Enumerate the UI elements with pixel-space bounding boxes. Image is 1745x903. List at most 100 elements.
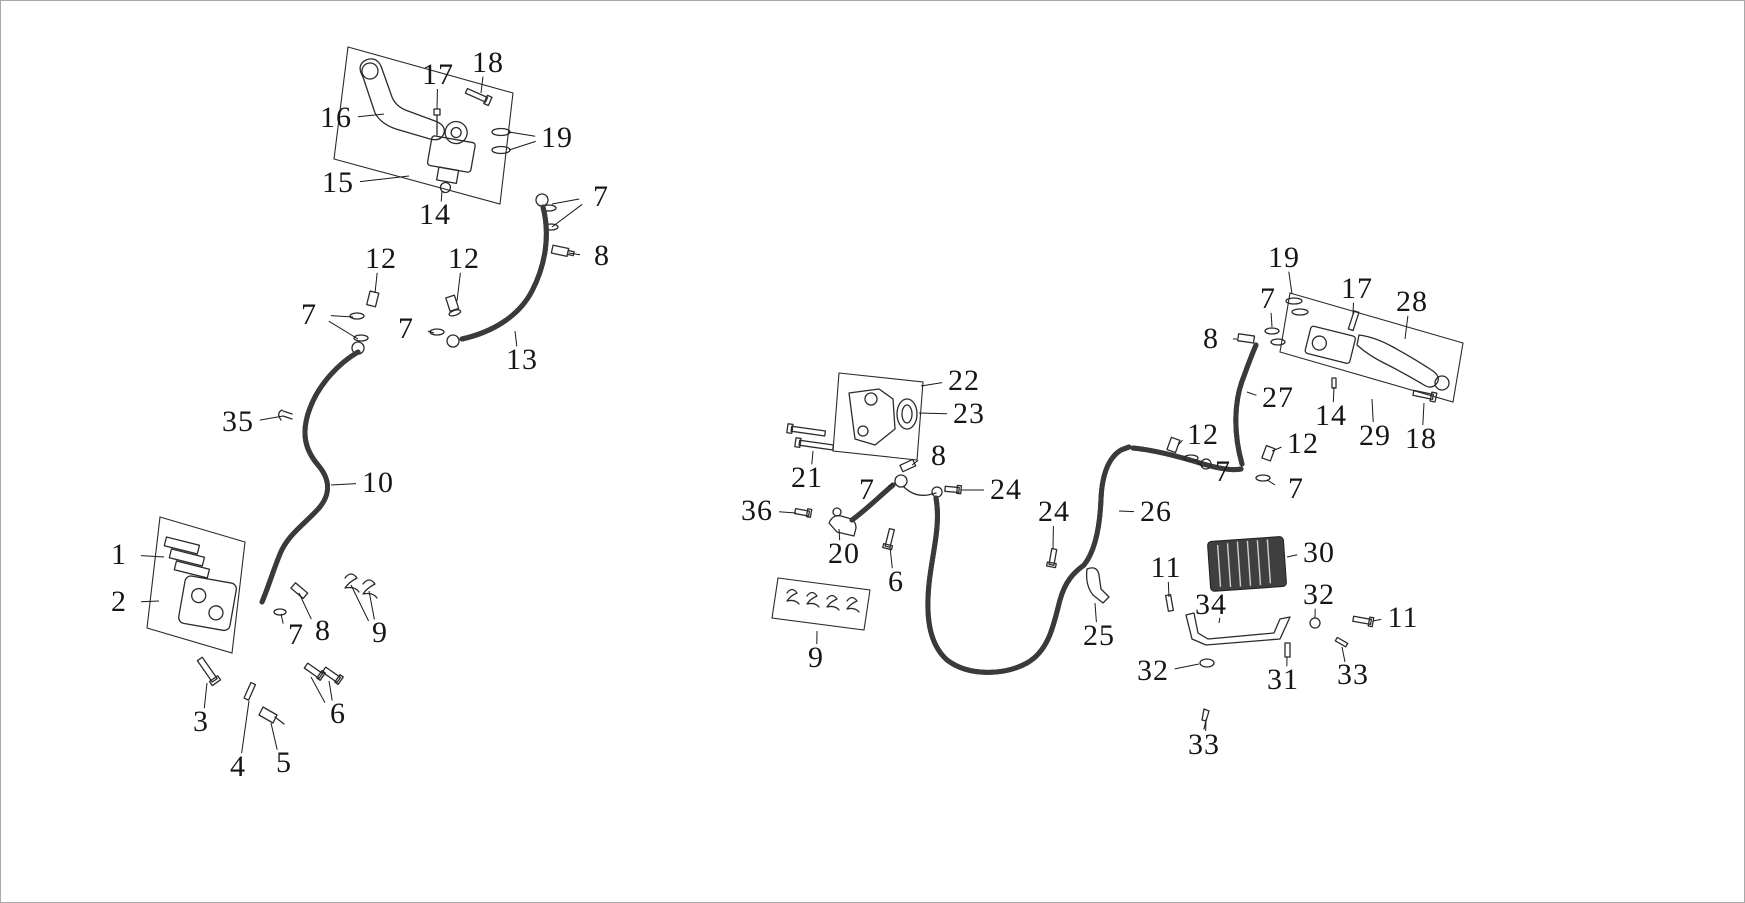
rear-clip-9a [786,588,800,605]
leader-line [1371,398,1374,423]
callout-19: 19 [541,121,573,154]
leader-line [427,330,435,334]
front-clip-9a [344,573,360,593]
callout-7: 7 [1260,282,1276,315]
leader-line [811,450,814,465]
rear-junction-arm [903,486,937,496]
rear-clip-9c [826,594,840,611]
rear-clip-set-box [771,577,871,631]
callout-7: 7 [859,473,875,506]
callout-11: 11 [1150,551,1182,584]
leader-line [330,315,354,318]
callout-32: 32 [1137,654,1169,687]
front-bolt-3 [196,656,222,687]
callout-8: 8 [594,239,610,272]
leader-line [1118,510,1135,513]
rear-fitting-eye [1200,458,1212,470]
rear-reservoir-cap [896,398,918,430]
callout-22: 22 [948,364,980,397]
callout-14: 14 [419,198,451,231]
callout-27: 27 [1262,381,1294,414]
leader-line [1352,302,1354,315]
callout-23: 23 [953,397,985,430]
rear-nut-32b [1199,658,1215,668]
front-washer-7f [273,608,287,616]
front-clevis-5 [258,706,285,725]
leader-line [1266,479,1276,486]
callout-28: 28 [1396,285,1428,318]
rear-brake-lever [1356,334,1450,391]
leader-line [778,511,797,514]
rear-banjo-bolt-8 [899,458,917,473]
rear-banjo-bolt-8b [1237,333,1256,344]
leader-line [330,483,357,486]
front-bolt-18 [464,87,493,107]
front-master-cylinder-box [333,46,514,205]
rear-bolt-18 [1412,389,1438,403]
leader-line [1177,439,1183,446]
leader-line [1286,554,1298,558]
front-washer-7d [349,312,365,320]
leader-line [259,415,284,421]
callout-17: 17 [1341,272,1373,305]
front-fitting-12-left [366,290,380,308]
callout-9: 9 [372,616,388,649]
callout-9: 9 [808,641,824,674]
rear-washer-7d [1270,338,1286,346]
leader-line [551,198,580,205]
leader-line [270,722,278,750]
rear-brake-assembly [771,292,1464,730]
callout-14: 14 [1315,399,1347,432]
leader-line [1404,315,1409,340]
leader-line [1271,446,1282,452]
front-hose13-lower-banjo [446,334,460,348]
rear-master-cylinder [848,388,896,446]
rear-bolt-21a [786,423,827,437]
leader-line [920,382,943,387]
leader-line [911,460,919,466]
callout-15: 15 [322,166,354,199]
rear-screw-33a [1334,636,1349,648]
callout-33: 33 [1337,658,1369,691]
rear-washer-19a [1285,297,1303,305]
leader-line [310,676,326,703]
callout-11: 11 [1387,601,1419,634]
rear-lever-box [1279,292,1464,403]
callout-6: 6 [330,697,346,730]
rear-washer-7c [1264,327,1280,335]
callout-21: 21 [791,461,823,494]
front-brake-pads [163,536,211,579]
rear-bolt-24b [1046,547,1058,569]
leader-lines [140,76,1425,754]
front-bolt-8b [290,582,309,600]
callout-20: 20 [828,537,860,570]
leader-line [887,482,894,487]
rear-bolt-21b [794,437,835,451]
callout-7: 7 [1215,455,1231,488]
leader-line [1372,618,1382,622]
callout-33: 33 [1188,728,1220,761]
leader-line [889,546,893,569]
callout-31: 31 [1267,663,1299,696]
leader-line [456,272,461,302]
front-brake-caliper [178,575,237,632]
callout-30: 30 [1303,536,1335,569]
callout-8: 8 [315,614,331,647]
front-washer-7e [353,334,369,342]
callout-7: 7 [593,180,609,213]
front-brake-lever [359,58,445,141]
rear-fitting-12a [1166,436,1181,454]
callout-10: 10 [362,466,394,499]
callout-6: 6 [888,565,904,598]
leader-line [1246,391,1257,396]
leader-line [508,140,536,151]
front-bolt-6a [303,662,326,681]
callout-3: 3 [193,705,209,738]
callout-12: 12 [448,242,480,275]
callout-29: 29 [1359,419,1391,452]
callout-19: 19 [1268,241,1300,274]
callout-35: 35 [222,405,254,438]
rear-caliper-bracket-34 [1185,612,1291,646]
leader-line [140,555,165,558]
leader-line [1218,617,1221,624]
